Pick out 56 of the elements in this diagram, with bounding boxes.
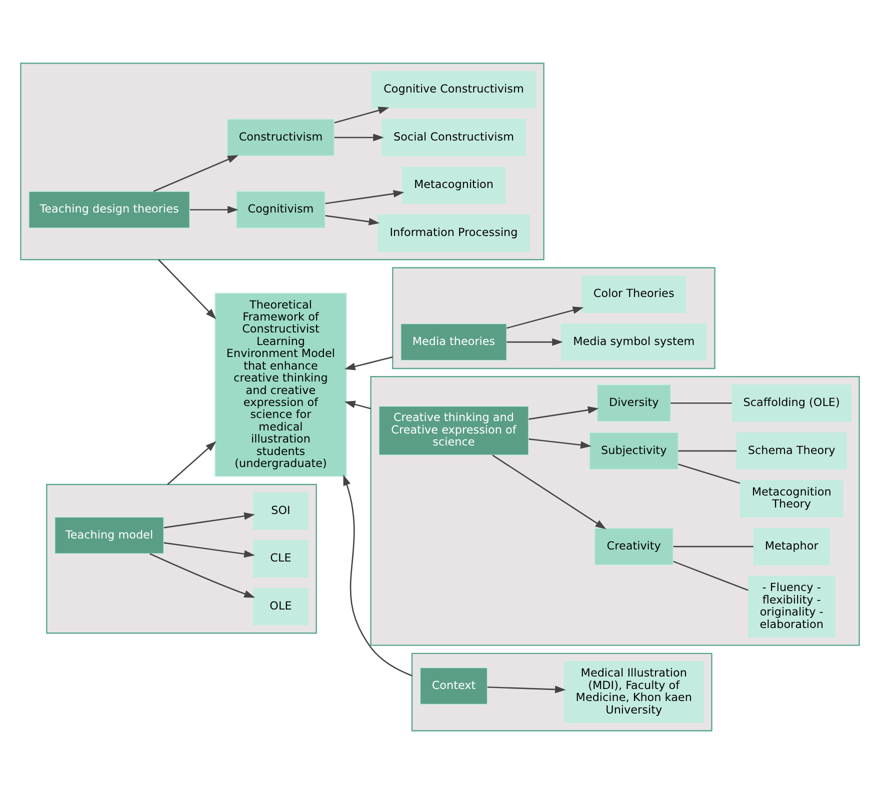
- connector: [673, 560, 748, 590]
- cluster: [411, 652, 712, 731]
- arrow: [153, 154, 238, 192]
- node-box: Constructivism: [226, 118, 335, 156]
- arrow: [343, 474, 412, 676]
- arrow: [164, 542, 255, 558]
- node-box: Social Constructivism: [382, 118, 526, 156]
- arrow: [164, 512, 255, 528]
- arrow: [190, 205, 238, 214]
- arrow: [487, 685, 566, 693]
- node-box: Context: [420, 666, 488, 704]
- node-box: Cognitive Constructivism: [371, 70, 536, 108]
- cluster: [392, 266, 716, 369]
- cluster: [46, 483, 317, 634]
- node-box: Metaphor: [753, 527, 830, 565]
- arrow: [344, 356, 393, 370]
- arrow: [528, 406, 599, 420]
- arrow: [344, 400, 371, 409]
- cluster: [20, 62, 544, 260]
- node-box: Metacognition: [402, 166, 506, 204]
- node-box: Teaching design theories: [28, 190, 190, 228]
- arrow: [528, 438, 592, 448]
- cluster: [370, 376, 860, 646]
- node-box: Subjectivity: [589, 432, 679, 470]
- node-box: Creative thinking and Creative expression of science: [378, 405, 529, 455]
- node-box: Media theories: [400, 322, 508, 360]
- node-box: SOI: [252, 492, 309, 530]
- arrow: [167, 440, 216, 485]
- arrow: [506, 338, 563, 346]
- arrow: [506, 306, 584, 328]
- arrow: [492, 454, 606, 529]
- node-box: Information Processing: [378, 214, 530, 252]
- node-box: Color Theories: [582, 275, 686, 312]
- node-box: - Fluency - flexibility - originality - elaboration: [748, 575, 836, 638]
- node-box: Diversity: [596, 384, 671, 422]
- connector: [670, 402, 732, 404]
- node-box: CLE: [252, 540, 309, 578]
- connector: [678, 450, 737, 452]
- node-box: Metacognition Theory: [740, 480, 844, 517]
- arrow: [334, 133, 384, 141]
- node-box: Medical Illustration (MDI), Faculty of Medicine, Khon kaen University: [564, 660, 704, 723]
- connector: [673, 545, 754, 547]
- node-box: Theoretical Framework of Constructivist Learning Environment Model that enhance creative thinking and creative expression of science for medical illustration students (undergraduate): [214, 292, 347, 476]
- node-box: Schema Theory: [736, 432, 847, 470]
- node-box: Teaching model: [54, 516, 164, 554]
- arrow: [325, 214, 380, 225]
- arrow: [150, 552, 256, 598]
- node-box: OLE: [252, 587, 309, 625]
- arrow: [158, 258, 216, 319]
- node-box: Scaffolding (OLE): [732, 384, 852, 422]
- node-box: Cognitivism: [236, 190, 326, 228]
- arrow: [334, 106, 390, 123]
- node-box: Media symbol system: [560, 322, 708, 360]
- node-box: Creativity: [594, 527, 674, 565]
- arrow: [325, 190, 404, 204]
- connector: [678, 463, 740, 484]
